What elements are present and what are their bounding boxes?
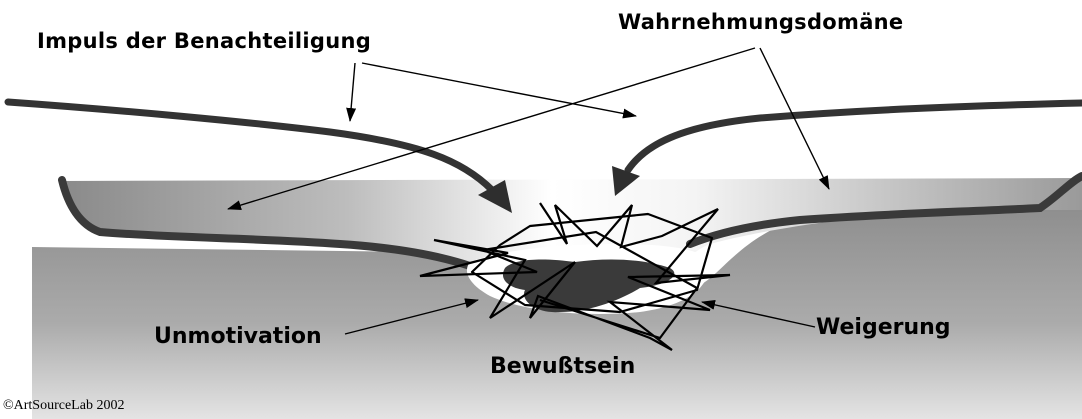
polygon-cage (470, 212, 714, 314)
perception-band (62, 178, 1082, 280)
band-edge-right (686, 172, 1082, 248)
label-impuls-der-benachteiligung: Impuls der Benachteiligung (37, 29, 372, 53)
impulse-curve-left (4, 98, 496, 194)
impuls-arrow-down (346, 62, 357, 122)
impulse-arrowhead-right (612, 166, 640, 196)
impulse-curve-right (624, 99, 1082, 174)
lower-ground (32, 207, 1082, 419)
unmotivation-arrow (344, 298, 479, 335)
label-wahrnehmungsdomaene: Wahrnehmungsdomäne (618, 10, 904, 34)
copyright-note: ©ArtSourceLab 2002 (3, 398, 125, 413)
label-bewusstsein: Bewußtsein (490, 354, 636, 379)
weigerung-arrow (701, 299, 816, 328)
wahrnehmung-arrow-left (227, 47, 756, 210)
label-weigerung: Weigerung (816, 315, 951, 340)
label-unmotivation: Unmotivation (154, 324, 322, 349)
impuls-arrow-right (361, 62, 637, 119)
band-edge-left (58, 176, 474, 270)
wahrnehmung-arrow-right (759, 47, 830, 190)
impulse-arrowhead-left (478, 180, 512, 213)
chaos-star-lines (419, 202, 731, 351)
